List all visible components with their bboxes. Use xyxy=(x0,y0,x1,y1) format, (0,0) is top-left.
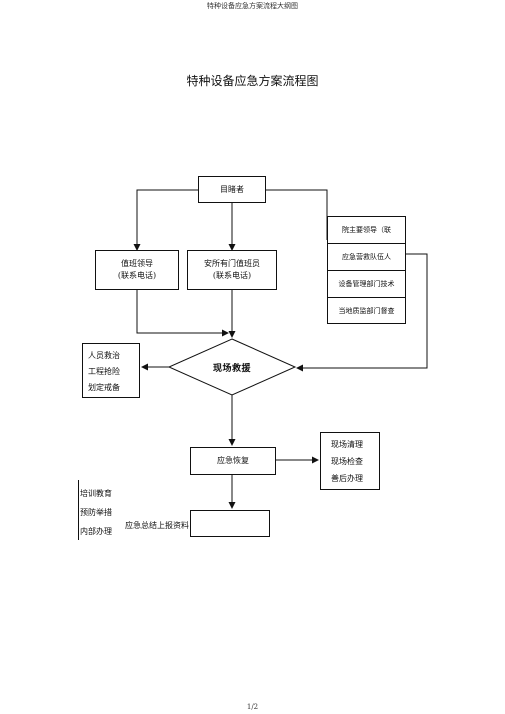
center-label: 现场救援 xyxy=(212,363,251,374)
left-action-item: 划定戒备 xyxy=(88,383,120,392)
recovery-box: 应急恢复 xyxy=(190,447,276,475)
left-action-item: 工程抢险 xyxy=(88,367,120,376)
page-footer: 1/2 xyxy=(246,703,259,711)
witness-box: 目睹者 xyxy=(198,176,266,203)
security-duty-line1: 安所有门值班员 xyxy=(204,259,260,268)
connector-leader-to-center xyxy=(136,290,229,337)
notify-item: 设备管理部门技术 xyxy=(327,270,406,297)
page-header: 特种设备应急方案流程大纲图 xyxy=(207,2,298,10)
recovery-label: 应急恢复 xyxy=(217,456,249,465)
bottom-left-text: 培训教育 预防举措 内部办理 xyxy=(80,484,175,541)
notify-list: 院主要领导（联 应急营救队伍人 设备管理部门技术 当地质监部门督查 xyxy=(327,216,406,324)
duty-leader-box: 值班领导 (联系电话) xyxy=(95,250,179,290)
bottom-box-label: 应急总结上报资料 xyxy=(125,521,189,530)
security-duty-box: 安所有门值班员 (联系电话) xyxy=(187,250,277,290)
duty-leader-line2: (联系电话) xyxy=(117,271,157,280)
notify-item: 院主要领导（联 xyxy=(327,216,406,243)
witness-label: 目睹者 xyxy=(220,184,244,194)
connector-notify-to-center xyxy=(296,253,428,372)
security-duty-line2: (联系电话) xyxy=(212,271,252,280)
bottom-left-border xyxy=(78,480,79,540)
duty-leader-line1: 值班领导 xyxy=(121,259,153,268)
notify-item: 当地质监部门督查 xyxy=(327,297,406,324)
right-action-item: 现场清理 xyxy=(331,440,363,449)
notify-item: 应急营救队伍人 xyxy=(327,243,406,270)
right-action-item: 善后办理 xyxy=(331,474,363,483)
connector-witness-to-leader xyxy=(133,189,198,251)
connector-witness-to-notify xyxy=(266,189,328,240)
right-action-item: 现场检查 xyxy=(331,457,363,466)
bottom-left-item: 内部办理 xyxy=(80,527,112,536)
right-actions-box: 现场清理 现场检查 善后办理 xyxy=(320,432,380,490)
left-actions-box: 人员救治 工程抢险 划定戒备 xyxy=(82,343,140,398)
page-title: 特种设备应急方案流程图 xyxy=(186,74,319,88)
bottom-left-item: 培训教育 xyxy=(80,489,112,498)
left-action-item: 人员救治 xyxy=(88,351,120,360)
center-diamond xyxy=(167,338,297,396)
bottom-left-item: 预防举措 xyxy=(80,508,112,517)
bottom-box xyxy=(190,510,270,537)
